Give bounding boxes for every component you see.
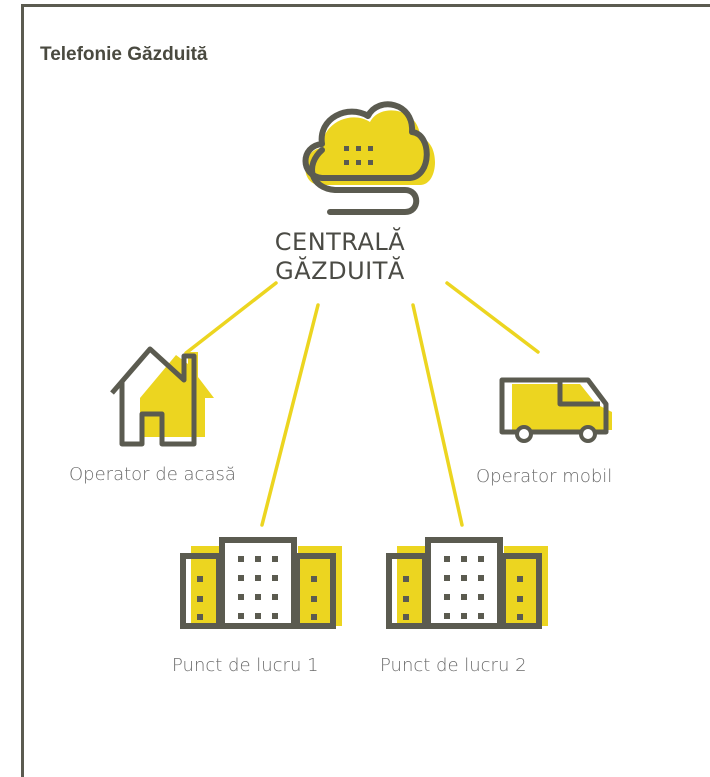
central-label-line1: CENTRALĂ [274, 228, 406, 256]
connector-lines [184, 281, 540, 527]
connector-mobile [445, 281, 540, 354]
diagram-title: Telefonie Găzduită [40, 44, 208, 65]
office-1-label: Punct de lucru 1 [172, 655, 319, 676]
van-icon [499, 377, 612, 443]
house-icon [110, 346, 214, 447]
home-operator-label: Operator de acasă [69, 464, 236, 485]
office-building-1-icon [180, 537, 342, 629]
central-label-line2: GĂZDUITĂ [275, 257, 405, 285]
central-node-label: CENTRALĂ GĂZDUITĂ [250, 228, 430, 286]
connector-office2 [411, 303, 464, 527]
diagram-frame [21, 4, 710, 777]
office-building-2-icon [386, 537, 548, 629]
mobile-operator-label: Operator mobil [476, 466, 613, 487]
connector-office1 [260, 303, 320, 527]
office-2-label: Punct de lucru 2 [380, 655, 527, 676]
cloud-icon [302, 101, 435, 215]
connector-home [184, 281, 278, 355]
